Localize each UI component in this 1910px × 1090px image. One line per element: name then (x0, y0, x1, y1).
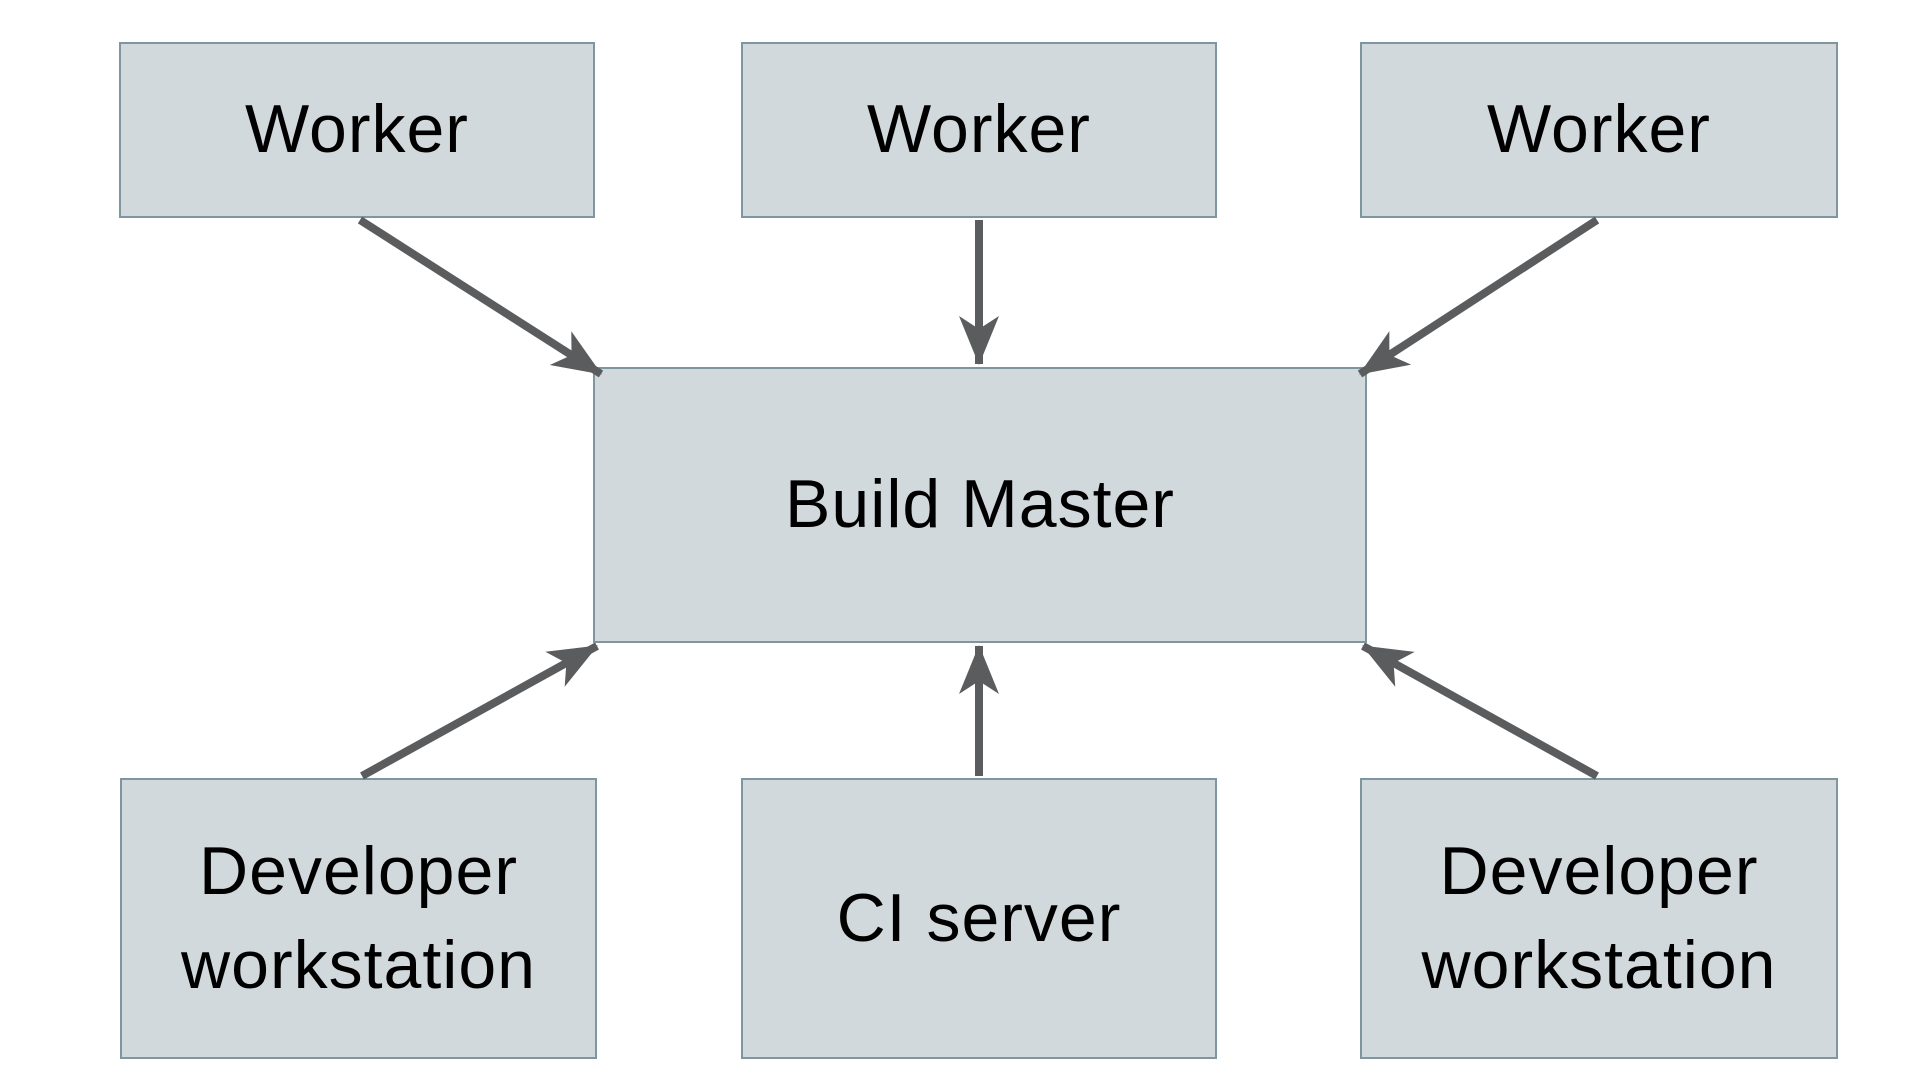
node-build-master: Build Master (593, 367, 1367, 643)
node-worker-3-label: Worker (1487, 91, 1711, 168)
edge-worker-1-to-build-master (357, 216, 604, 378)
node-ci-server: CI server (741, 778, 1217, 1059)
edge-dev-right-to-build-master (1361, 642, 1599, 780)
node-ci-server-label: CI server (836, 879, 1122, 956)
node-worker-1: Worker (119, 42, 595, 218)
node-worker-2: Worker (741, 42, 1217, 218)
node-developer-workstation-right-label: Developer workstation (1421, 832, 1777, 1003)
node-worker-3: Worker (1360, 42, 1838, 218)
node-build-master-label: Build Master (785, 466, 1175, 543)
node-worker-2-label: Worker (867, 91, 1091, 168)
node-developer-workstation-left-label: Developer workstation (181, 832, 536, 1003)
node-developer-workstation-right: Developer workstation (1360, 778, 1838, 1059)
node-worker-1-label: Worker (245, 91, 469, 168)
edge-dev-left-to-build-master (360, 642, 599, 780)
node-developer-workstation-left: Developer workstation (120, 778, 597, 1059)
edge-worker-3-to-build-master (1357, 216, 1600, 378)
